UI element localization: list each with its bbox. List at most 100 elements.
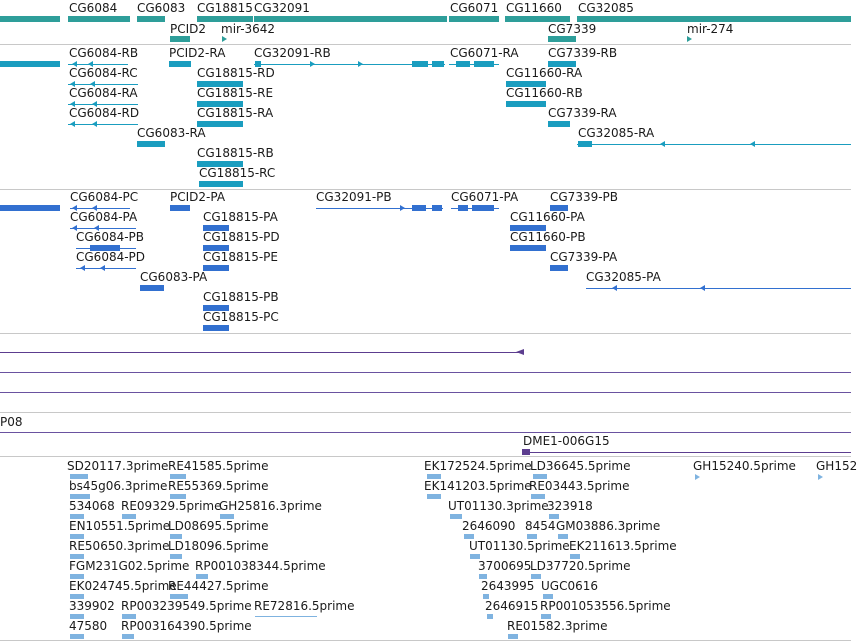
protein-feature-cg6084-pc[interactable] bbox=[70, 208, 130, 209]
est-feature[interactable] bbox=[487, 614, 493, 619]
transcript-feature-cg6084-rb[interactable] bbox=[68, 64, 128, 65]
protein-feature-pcid2-pa[interactable] bbox=[170, 205, 190, 211]
transcript-feature-cg6084-rc[interactable] bbox=[68, 84, 138, 85]
est-feature[interactable] bbox=[122, 514, 136, 519]
est-feature[interactable] bbox=[533, 474, 547, 479]
est-feature[interactable] bbox=[450, 514, 462, 519]
est-feature[interactable] bbox=[479, 574, 487, 579]
transcript-feature-cg6084-rd[interactable] bbox=[68, 124, 138, 125]
transcript-feature-cg7339-rb[interactable] bbox=[548, 61, 576, 67]
protein-feature-cg11660-pb[interactable] bbox=[510, 245, 546, 251]
est-feature[interactable] bbox=[70, 534, 84, 539]
gene-feature-cg7339[interactable] bbox=[548, 36, 576, 42]
protein-label: CG6083-PA bbox=[140, 270, 208, 284]
gene-feature-cg32091[interactable] bbox=[254, 16, 447, 22]
est-feature[interactable] bbox=[70, 614, 84, 619]
est-feature[interactable] bbox=[818, 474, 823, 480]
transcript-feature-cg18815-rd[interactable] bbox=[197, 81, 243, 87]
gene-feature[interactable] bbox=[0, 16, 60, 22]
est-feature[interactable] bbox=[170, 534, 182, 539]
protein-feature-cg32091-pb[interactable] bbox=[316, 208, 443, 209]
est-feature[interactable] bbox=[70, 554, 84, 559]
protein-feature-cg18815-pa[interactable] bbox=[203, 225, 229, 231]
transcript-feature-cg32091-rb[interactable] bbox=[254, 64, 445, 65]
transcript-feature-pcid2-ra[interactable] bbox=[169, 61, 191, 67]
transcript-feature-cg18815-ra[interactable] bbox=[197, 121, 243, 127]
gene-feature-cg6071[interactable] bbox=[449, 16, 499, 22]
est-feature[interactable] bbox=[427, 494, 441, 499]
est-feature[interactable] bbox=[170, 554, 182, 559]
transcript-feature-cg7339-ra[interactable] bbox=[548, 121, 570, 127]
est-feature[interactable] bbox=[170, 474, 186, 479]
est-feature[interactable] bbox=[122, 634, 134, 639]
transcript-label: CG11660-RA bbox=[506, 66, 583, 80]
protein-feature-cg7339-pa[interactable] bbox=[550, 265, 568, 271]
est-feature[interactable] bbox=[570, 554, 580, 559]
transcript-feature-cg18815-rc[interactable] bbox=[199, 181, 243, 187]
transcript-feature-cg11660-ra[interactable] bbox=[506, 81, 546, 87]
protein-feature-cg6084-pa[interactable] bbox=[70, 228, 136, 229]
est-feature[interactable] bbox=[558, 534, 568, 539]
gene-feature-mir-3642[interactable] bbox=[222, 36, 227, 42]
transcript-feature-cg18815-re[interactable] bbox=[197, 101, 243, 107]
transcript-feature-cg6083-ra[interactable] bbox=[137, 141, 165, 147]
gene-feature-cg6084[interactable] bbox=[68, 16, 130, 22]
gene-feature-cg32085[interactable] bbox=[577, 16, 851, 22]
est-feature[interactable] bbox=[508, 634, 518, 639]
alignment-feature-dme1-006g15[interactable] bbox=[522, 452, 851, 453]
est-feature[interactable] bbox=[170, 494, 186, 499]
est-label: RE44427.5prime bbox=[168, 579, 269, 593]
est-feature[interactable] bbox=[541, 614, 551, 619]
est-feature[interactable] bbox=[122, 614, 136, 619]
est-feature[interactable] bbox=[70, 594, 84, 599]
alignment-feature[interactable] bbox=[0, 352, 520, 353]
est-feature[interactable] bbox=[531, 494, 545, 499]
protein-feature-cg18815-pc[interactable] bbox=[203, 325, 229, 331]
protein-feature-cg18815-pe[interactable] bbox=[203, 265, 229, 271]
protein-feature[interactable] bbox=[0, 205, 60, 211]
est-feature[interactable] bbox=[427, 474, 441, 479]
protein-label: CG18815-PE bbox=[203, 250, 278, 264]
est-feature[interactable] bbox=[255, 616, 317, 617]
est-feature[interactable] bbox=[196, 574, 208, 579]
protein-feature-cg6083-pa[interactable] bbox=[140, 285, 164, 291]
est-feature[interactable] bbox=[549, 514, 559, 519]
est-feature[interactable] bbox=[70, 574, 84, 579]
est-feature[interactable] bbox=[695, 474, 700, 480]
est-feature[interactable] bbox=[531, 574, 541, 579]
transcript-feature-cg11660-rb[interactable] bbox=[506, 101, 546, 107]
transcript-feature-cg18815-rb[interactable] bbox=[197, 161, 243, 167]
transcript-feature-cg32085-ra[interactable] bbox=[577, 144, 851, 145]
alignment-feature[interactable] bbox=[0, 392, 851, 393]
est-feature[interactable] bbox=[70, 514, 84, 519]
gene-feature-cg18815[interactable] bbox=[197, 16, 253, 22]
protein-feature-cg11660-pa[interactable] bbox=[510, 225, 546, 231]
protein-feature-cg18815-pb[interactable] bbox=[203, 305, 229, 311]
alignment-feature[interactable] bbox=[0, 372, 851, 373]
arrow-left-icon bbox=[92, 121, 97, 127]
est-feature[interactable] bbox=[70, 474, 88, 479]
protein-feature-cg18815-pd[interactable] bbox=[203, 245, 229, 251]
est-feature[interactable] bbox=[70, 494, 90, 499]
transcript-feature[interactable] bbox=[0, 61, 60, 67]
gene-feature-mir-274[interactable] bbox=[687, 36, 692, 42]
gene-feature-cg6083[interactable] bbox=[137, 16, 165, 22]
gene-label: PCID2 bbox=[170, 22, 207, 36]
est-feature[interactable] bbox=[170, 594, 188, 599]
gene-feature-cg11660[interactable] bbox=[505, 16, 570, 22]
transcript-feature-cg6084-ra[interactable] bbox=[68, 104, 138, 105]
est-feature[interactable] bbox=[464, 534, 474, 539]
protein-feature-cg7339-pb[interactable] bbox=[550, 205, 568, 211]
est-feature[interactable] bbox=[220, 514, 234, 519]
est-feature[interactable] bbox=[470, 554, 480, 559]
protein-feature-cg6084-pd[interactable] bbox=[76, 268, 136, 269]
arrow-left-icon bbox=[92, 101, 97, 107]
est-feature[interactable] bbox=[70, 634, 84, 639]
alignment-feature[interactable] bbox=[0, 432, 851, 433]
est-feature[interactable] bbox=[483, 594, 489, 599]
gene-feature-pcid2[interactable] bbox=[170, 36, 190, 42]
exon bbox=[412, 205, 426, 211]
protein-feature-cg32085-pa[interactable] bbox=[586, 288, 851, 289]
est-feature[interactable] bbox=[543, 594, 553, 599]
est-feature[interactable] bbox=[527, 534, 537, 539]
